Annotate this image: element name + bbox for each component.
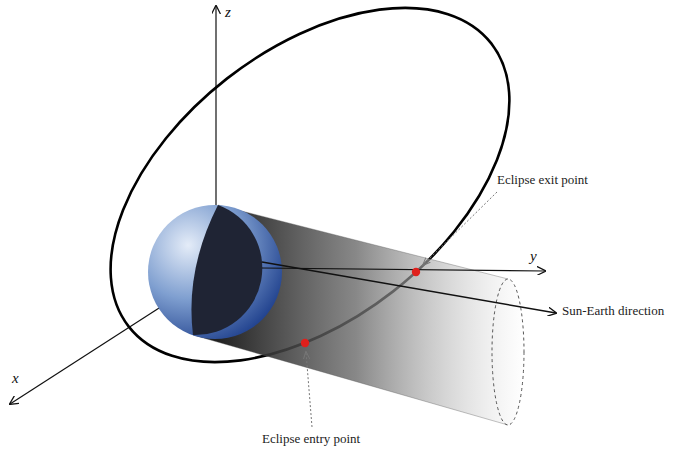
sun-earth-arrow [262,262,556,313]
shadow-end [492,279,524,425]
axis-label: x [12,370,19,386]
z-axis [215,6,216,230]
earth-night-side [191,205,262,335]
callout-label: Eclipse exit point [497,172,588,188]
direction-label: Sun-Earth direction [562,303,664,319]
leader-line [306,352,312,427]
axis-label: y [530,248,537,264]
axis-label: z [225,4,231,20]
leader-line [423,192,497,265]
callout-label: Eclipse entry point [262,431,360,447]
orbit [46,0,575,433]
earth [148,205,282,339]
exit-point [412,268,420,276]
entry-point [301,339,309,347]
